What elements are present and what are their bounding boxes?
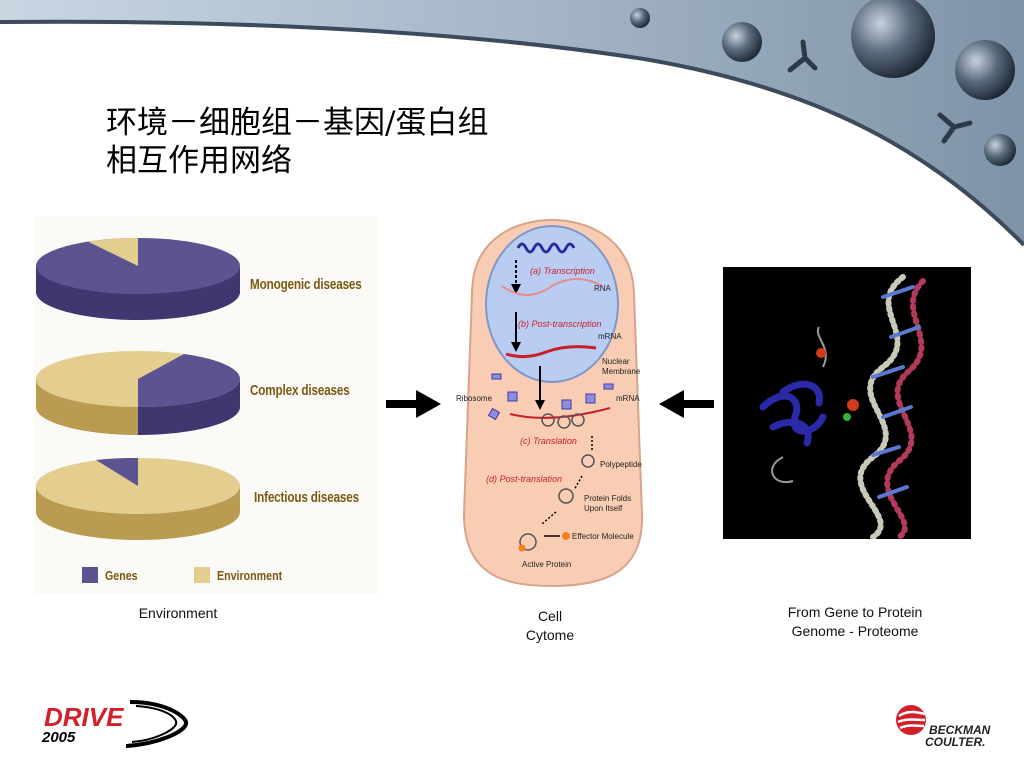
drive-year: 2005 (41, 729, 76, 746)
dna-protein-structure (759, 274, 926, 539)
step-transcription: (a) Transcription (530, 266, 595, 276)
caption-gene-protein-line-1: From Gene to Protein (787, 604, 923, 620)
caption-cell-line-1: Cell (537, 608, 563, 624)
step-translation: (c) Translation (520, 436, 577, 446)
step-post-transcription: (b) Post-transcription (518, 319, 602, 329)
drive-text: DRIVE (44, 702, 124, 732)
active-protein-icon (519, 533, 537, 551)
dna-helix-icon (516, 242, 576, 254)
caption-gene-protein: From Gene to Protein Genome - Proteome (755, 603, 955, 641)
title-line-1: 环境－细胞组－基因/蛋白组 (106, 105, 489, 141)
mrna-translation (509, 407, 611, 419)
legend-environment: Environment (194, 567, 296, 583)
company-line-2: COULTER. (925, 735, 986, 749)
ribosome-icon (507, 391, 518, 402)
caption-cell-line-2: Cytome (525, 627, 575, 643)
legend-swatch-environment (194, 567, 210, 583)
label-nuclear: Nuclear (602, 357, 630, 366)
title-line-2: 相互作用网络 (106, 143, 292, 179)
nucleus (485, 225, 619, 383)
beckman-coulter-emblem-icon (896, 705, 926, 735)
company-line-1: BECKMAN (929, 723, 991, 737)
effector-molecule-icon (562, 532, 570, 540)
protein-dna-image (723, 267, 971, 539)
cell-diagram: (a) Transcription RNA (b) Post-transcrip… (452, 214, 652, 592)
protein-ribbon-icon (759, 380, 827, 447)
label-protein-folds: Protein Folds (584, 494, 632, 503)
arrow-left-icon (659, 390, 714, 418)
arrow-right-icon (386, 390, 441, 418)
label-ribosome: Ribosome (456, 394, 493, 403)
label-membrane: Membrane (602, 367, 641, 376)
legend-swatch-genes (82, 567, 98, 583)
pie-charts (36, 238, 241, 540)
label-mrna-mid: mRNA (616, 394, 640, 403)
drive-logo-mark: DRIVE 2005 (41, 700, 189, 748)
label-effector: Effector Molecule (572, 532, 634, 541)
label-upon-itself: Upon Itself (584, 504, 623, 513)
label-polypeptide: Polypeptide (600, 460, 642, 469)
pie-infectious (36, 457, 240, 540)
cell-shapes (462, 218, 644, 588)
label-complex: Complex diseases (250, 382, 350, 399)
caption-environment: Environment (138, 605, 218, 621)
header-background (0, 0, 1024, 247)
pie-complex (36, 351, 241, 435)
step-post-translation: (d) Post-translation (486, 474, 563, 484)
caption-cell: Cell Cytome (480, 607, 620, 645)
legend-label-environment: Environment (217, 567, 283, 583)
label-infectious: Infectious diseases (254, 489, 359, 506)
polypeptide-icon (541, 413, 555, 427)
label-monogenic: Monogenic diseases (250, 276, 362, 293)
legend-label-genes: Genes (105, 567, 138, 583)
pie-chart-panel: Monogenic diseases Complex diseases Infe… (34, 216, 378, 594)
drive-logo: DRIVE 2005 (38, 698, 193, 752)
mrna-strand (505, 345, 597, 359)
rna-strand (501, 278, 603, 296)
label-mrna-top: mRNA (598, 332, 622, 341)
pie-monogenic (36, 238, 240, 320)
folded-protein-icon (558, 488, 574, 504)
caption-gene-protein-line-2: Genome - Proteome (791, 623, 919, 639)
slide-title: 环境－细胞组－基因/蛋白组 相互作用网络 (106, 104, 488, 180)
legend-genes: Genes (82, 567, 145, 583)
sphere-decoration (851, 0, 935, 78)
label-rna: RNA (594, 284, 611, 293)
label-active-protein: Active Protein (522, 560, 572, 569)
